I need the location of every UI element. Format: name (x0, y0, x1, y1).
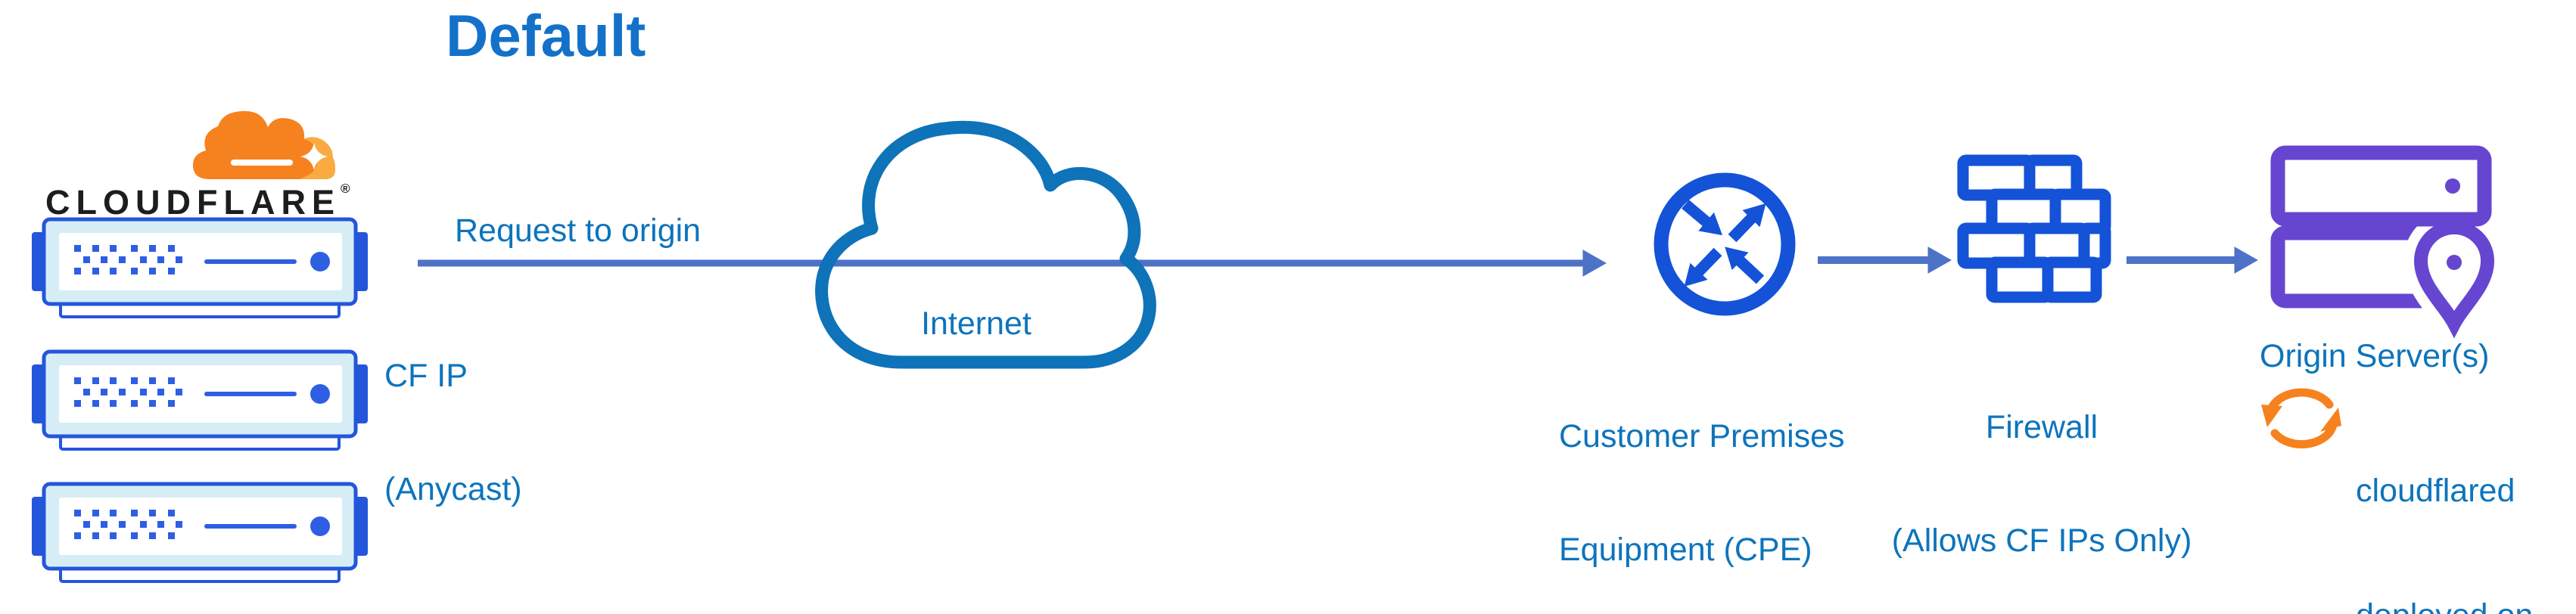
cloudflared-note-line2: deployed on (2356, 595, 2533, 614)
firewall-label: Firewall (Allows CF IPs Only) (1875, 333, 2208, 614)
firewall-label-line2: (Allows CF IPs Only) (1891, 523, 2192, 559)
brick-wall-icon (1957, 154, 2111, 303)
server-rack-icon (32, 217, 368, 318)
cpe-label-line1: Customer Premises (1559, 418, 1845, 454)
request-arrow-head (1582, 250, 1607, 277)
cpe-label-line2: Equipment (CPE) (1559, 532, 1812, 568)
request-to-origin-label: Request to origin (455, 212, 702, 249)
registered-mark: ® (340, 181, 350, 196)
server-rack-icon (32, 482, 368, 583)
cpe-label: Customer Premises Equipment (CPE) (1559, 342, 1845, 614)
firewall-label-line1: Firewall (1985, 409, 2098, 445)
page-title: Default (446, 2, 646, 69)
origin-server-location-icon (2270, 145, 2506, 361)
router-icon (1654, 172, 1796, 316)
cloudflared-note-line1: cloudflared (2356, 473, 2515, 509)
cf-ip-label-line2: (Anycast) (384, 471, 522, 507)
internet-cloud-icon (815, 120, 1156, 369)
cpe-to-firewall-arrow-head (1927, 247, 1952, 274)
sync-arrows-icon (2261, 388, 2341, 449)
cloudflare-cloud-icon (192, 110, 335, 179)
cloudflare-wordmark-text: CLOUDFLARE (45, 183, 341, 222)
server-rack-icon (32, 349, 368, 451)
cf-ip-anycast-label: CF IP (Anycast) (384, 281, 522, 584)
firewall-to-origin-arrow-head (2234, 247, 2259, 274)
cloudflared-note: cloudflared deployed on servers (2356, 387, 2533, 614)
cloudflare-wordmark: CLOUDFLARE® (45, 181, 350, 222)
location-pin-icon (2413, 220, 2495, 339)
cf-ip-label-line1: CF IP (384, 358, 468, 394)
internet-label: Internet (921, 305, 1031, 342)
origin-servers-label: Origin Server(s) (2260, 338, 2490, 374)
